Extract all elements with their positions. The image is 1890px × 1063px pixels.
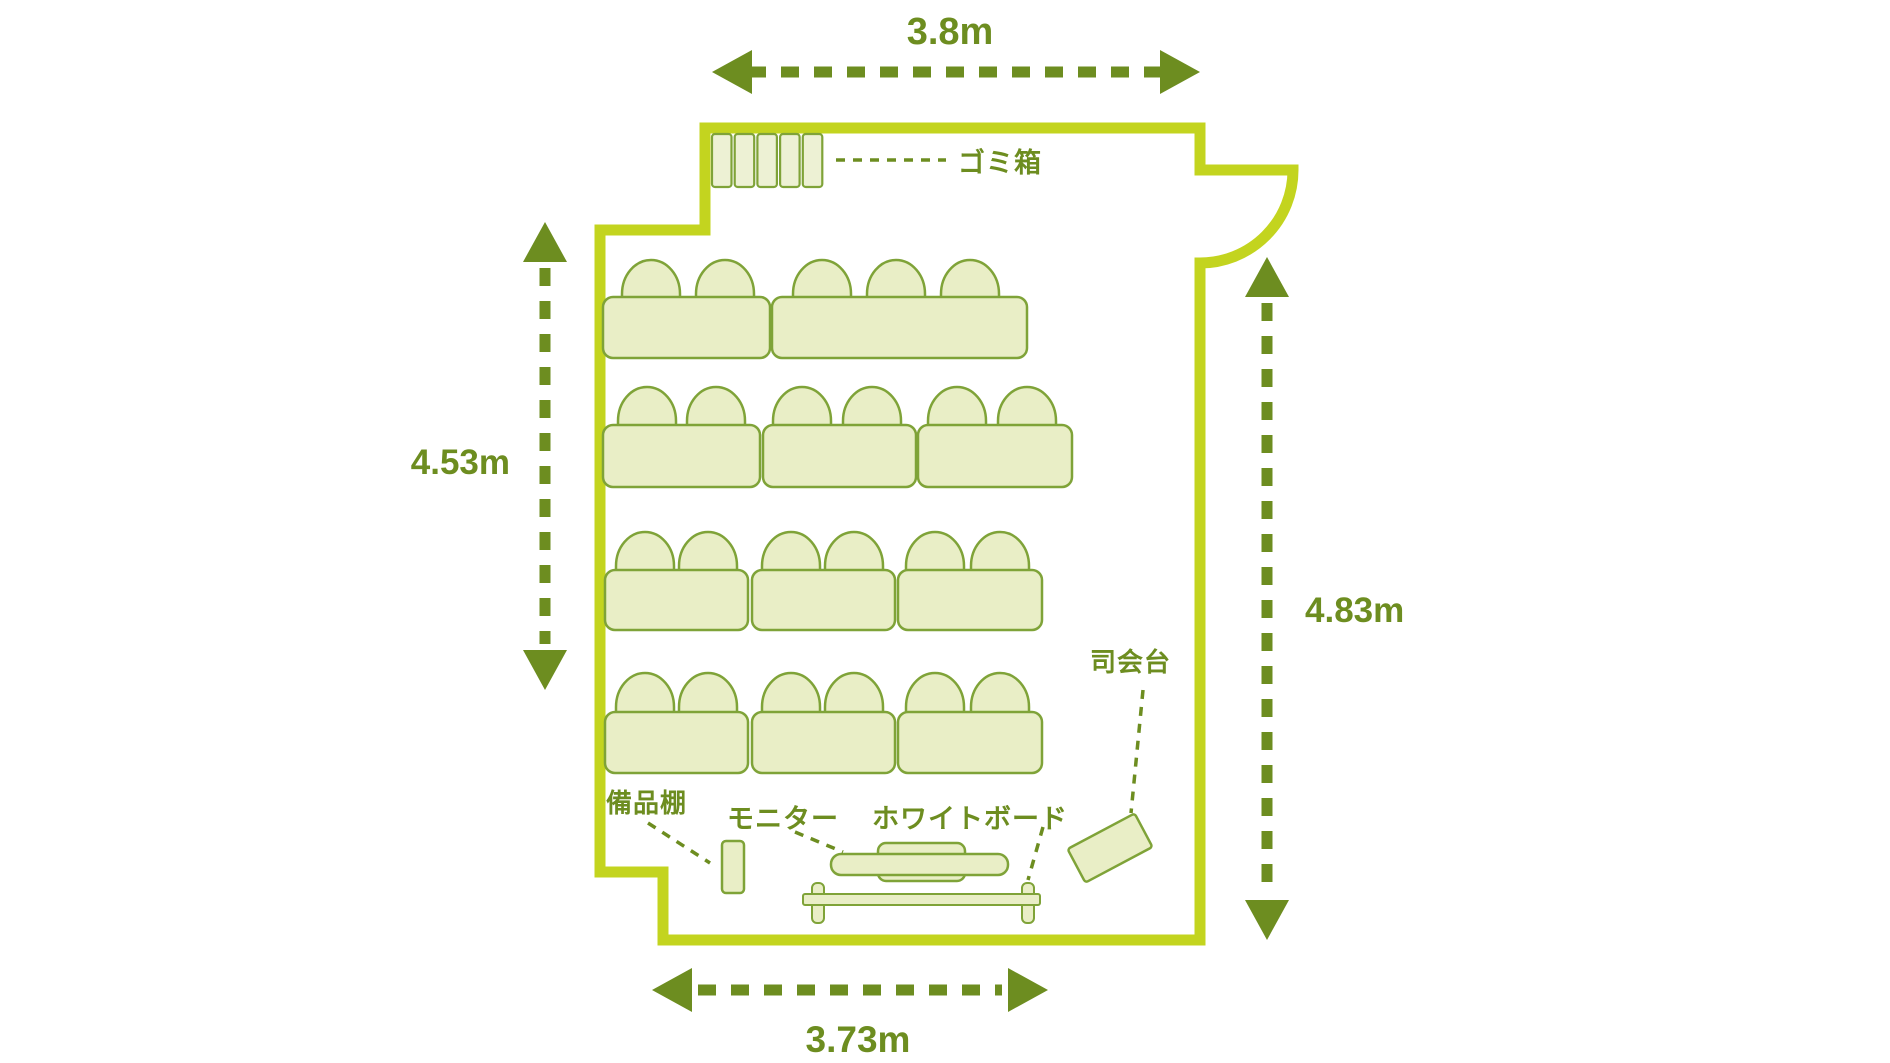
arrow-up-icon — [523, 222, 567, 262]
chair — [969, 671, 1031, 719]
dimension-left: 4.53m — [411, 222, 567, 690]
podium-label: 司会台 — [1090, 647, 1171, 677]
chair — [771, 385, 833, 433]
monitor-leader-line — [794, 830, 844, 854]
arrow-down-icon — [1245, 900, 1289, 940]
chair — [939, 258, 1001, 306]
monitor — [829, 841, 1010, 883]
chair — [616, 385, 678, 433]
table — [601, 295, 772, 360]
arrow-down-icon — [523, 650, 567, 690]
equipment-shelf — [720, 839, 746, 895]
table — [750, 568, 897, 632]
arrow-left-icon — [712, 50, 752, 94]
chair — [823, 530, 885, 578]
chair — [904, 671, 966, 719]
chair — [996, 385, 1058, 433]
arrow-right-icon — [1008, 968, 1048, 1012]
dimension-top-label: 3.8m — [907, 11, 994, 53]
table — [770, 295, 1029, 360]
dimension-right-label: 4.83m — [1305, 591, 1404, 630]
chair — [614, 671, 676, 719]
trash-bin — [801, 132, 824, 189]
trash-bins — [710, 132, 824, 189]
chair — [791, 258, 853, 306]
chair — [677, 671, 739, 719]
trash-bin — [756, 132, 779, 189]
table — [896, 568, 1044, 632]
trash-bin — [733, 132, 756, 189]
shelf-leader-line — [647, 821, 711, 865]
dimension-left-label: 4.53m — [411, 443, 510, 482]
chair — [694, 258, 756, 306]
table — [761, 423, 918, 489]
seating-area — [601, 258, 1074, 775]
whiteboard — [802, 882, 1041, 924]
monitor-screen — [829, 852, 1010, 877]
chair — [865, 258, 927, 306]
dimension-bottom: 3.73m — [652, 968, 1048, 1060]
arrow-right-icon — [1160, 50, 1200, 94]
trash-bin — [710, 132, 733, 189]
table — [750, 710, 897, 775]
dimension-right: 4.83m — [1245, 257, 1404, 940]
arrow-left-icon — [652, 968, 692, 1012]
chair — [685, 385, 747, 433]
dimension-bottom-label: 3.73m — [806, 1019, 911, 1060]
podium — [1067, 813, 1153, 883]
podium-leader-line — [1129, 689, 1145, 814]
trash-bin — [778, 132, 801, 189]
shelf-label: 備品棚 — [606, 788, 687, 818]
chair — [760, 671, 822, 719]
chair — [677, 530, 739, 578]
table — [601, 423, 762, 489]
chair — [760, 530, 822, 578]
chair — [926, 385, 988, 433]
chair — [841, 385, 903, 433]
chair — [904, 530, 966, 578]
chair — [620, 258, 682, 306]
trash-label: ゴミ箱 — [958, 147, 1042, 178]
whiteboard-label: ホワイトボード — [872, 804, 1068, 834]
dimension-top: 3.8m — [712, 11, 1200, 94]
monitor-label: モニター — [727, 804, 839, 834]
chair — [823, 671, 885, 719]
table — [603, 710, 750, 775]
whiteboard-board — [802, 893, 1041, 906]
table — [896, 710, 1044, 775]
table — [916, 423, 1074, 489]
table — [603, 568, 750, 632]
chair — [969, 530, 1031, 578]
arrow-up-icon — [1245, 257, 1289, 297]
chair — [614, 530, 676, 578]
